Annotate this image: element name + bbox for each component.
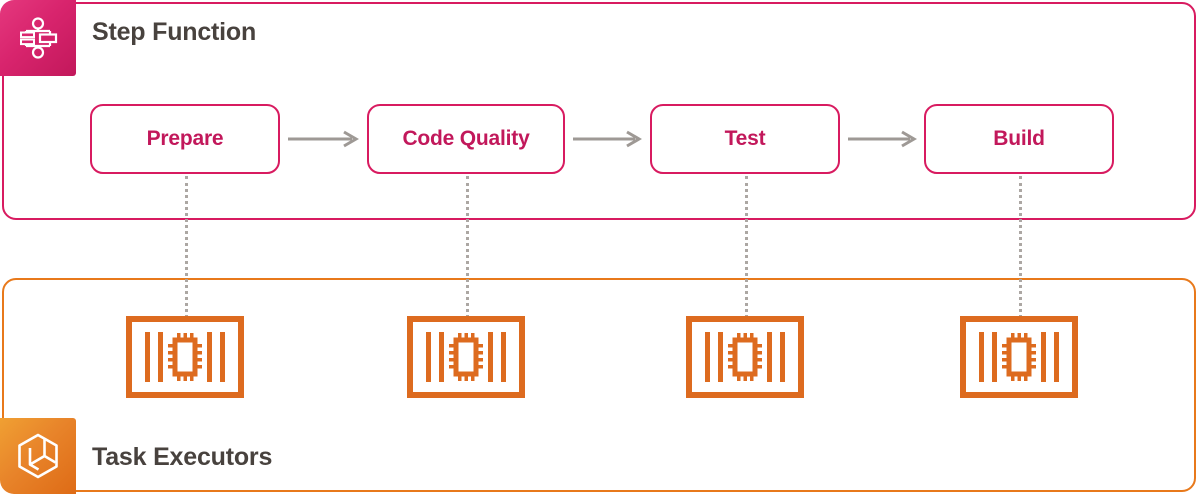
arrow-code-quality-to-test <box>573 130 643 148</box>
task-executor-test[interactable] <box>686 316 804 398</box>
stage-box-code-quality[interactable]: Code Quality <box>367 104 565 174</box>
arrow-right-icon <box>573 130 642 148</box>
compute-chip-icon <box>686 316 804 398</box>
stage-box-test[interactable]: Test <box>650 104 840 174</box>
step-function-title: Step Function <box>92 18 257 46</box>
stage-box-prepare[interactable]: Prepare <box>90 104 280 174</box>
stage-label-prepare: Prepare <box>146 127 224 150</box>
connector-prepare <box>185 176 188 318</box>
task-executors-badge <box>0 418 76 494</box>
compute-chip-icon <box>407 316 525 398</box>
task-executor-code-quality[interactable] <box>407 316 525 398</box>
arrow-right-icon <box>288 130 359 148</box>
arrow-right-icon <box>848 130 917 148</box>
arrow-prepare-to-code-quality <box>288 130 360 148</box>
stage-box-build[interactable]: Build <box>924 104 1114 174</box>
task-executors-group <box>2 278 1196 492</box>
compute-chip-icon <box>960 316 1078 398</box>
step-function-flow-icon <box>20 17 58 59</box>
stage-label-build: Build <box>993 127 1045 150</box>
stage-label-code-quality: Code Quality <box>402 127 530 150</box>
task-executor-prepare[interactable] <box>126 316 244 398</box>
step-function-badge <box>0 0 76 76</box>
connector-code-quality <box>466 176 469 318</box>
connector-test <box>745 176 748 318</box>
task-executor-build[interactable] <box>960 316 1078 398</box>
hexagon-cube-icon <box>18 433 58 479</box>
compute-chip-icon <box>126 316 244 398</box>
arrow-test-to-build <box>848 130 918 148</box>
task-executors-title: Task Executors <box>92 443 273 471</box>
stage-label-test: Test <box>724 127 766 150</box>
connector-build <box>1019 176 1022 318</box>
